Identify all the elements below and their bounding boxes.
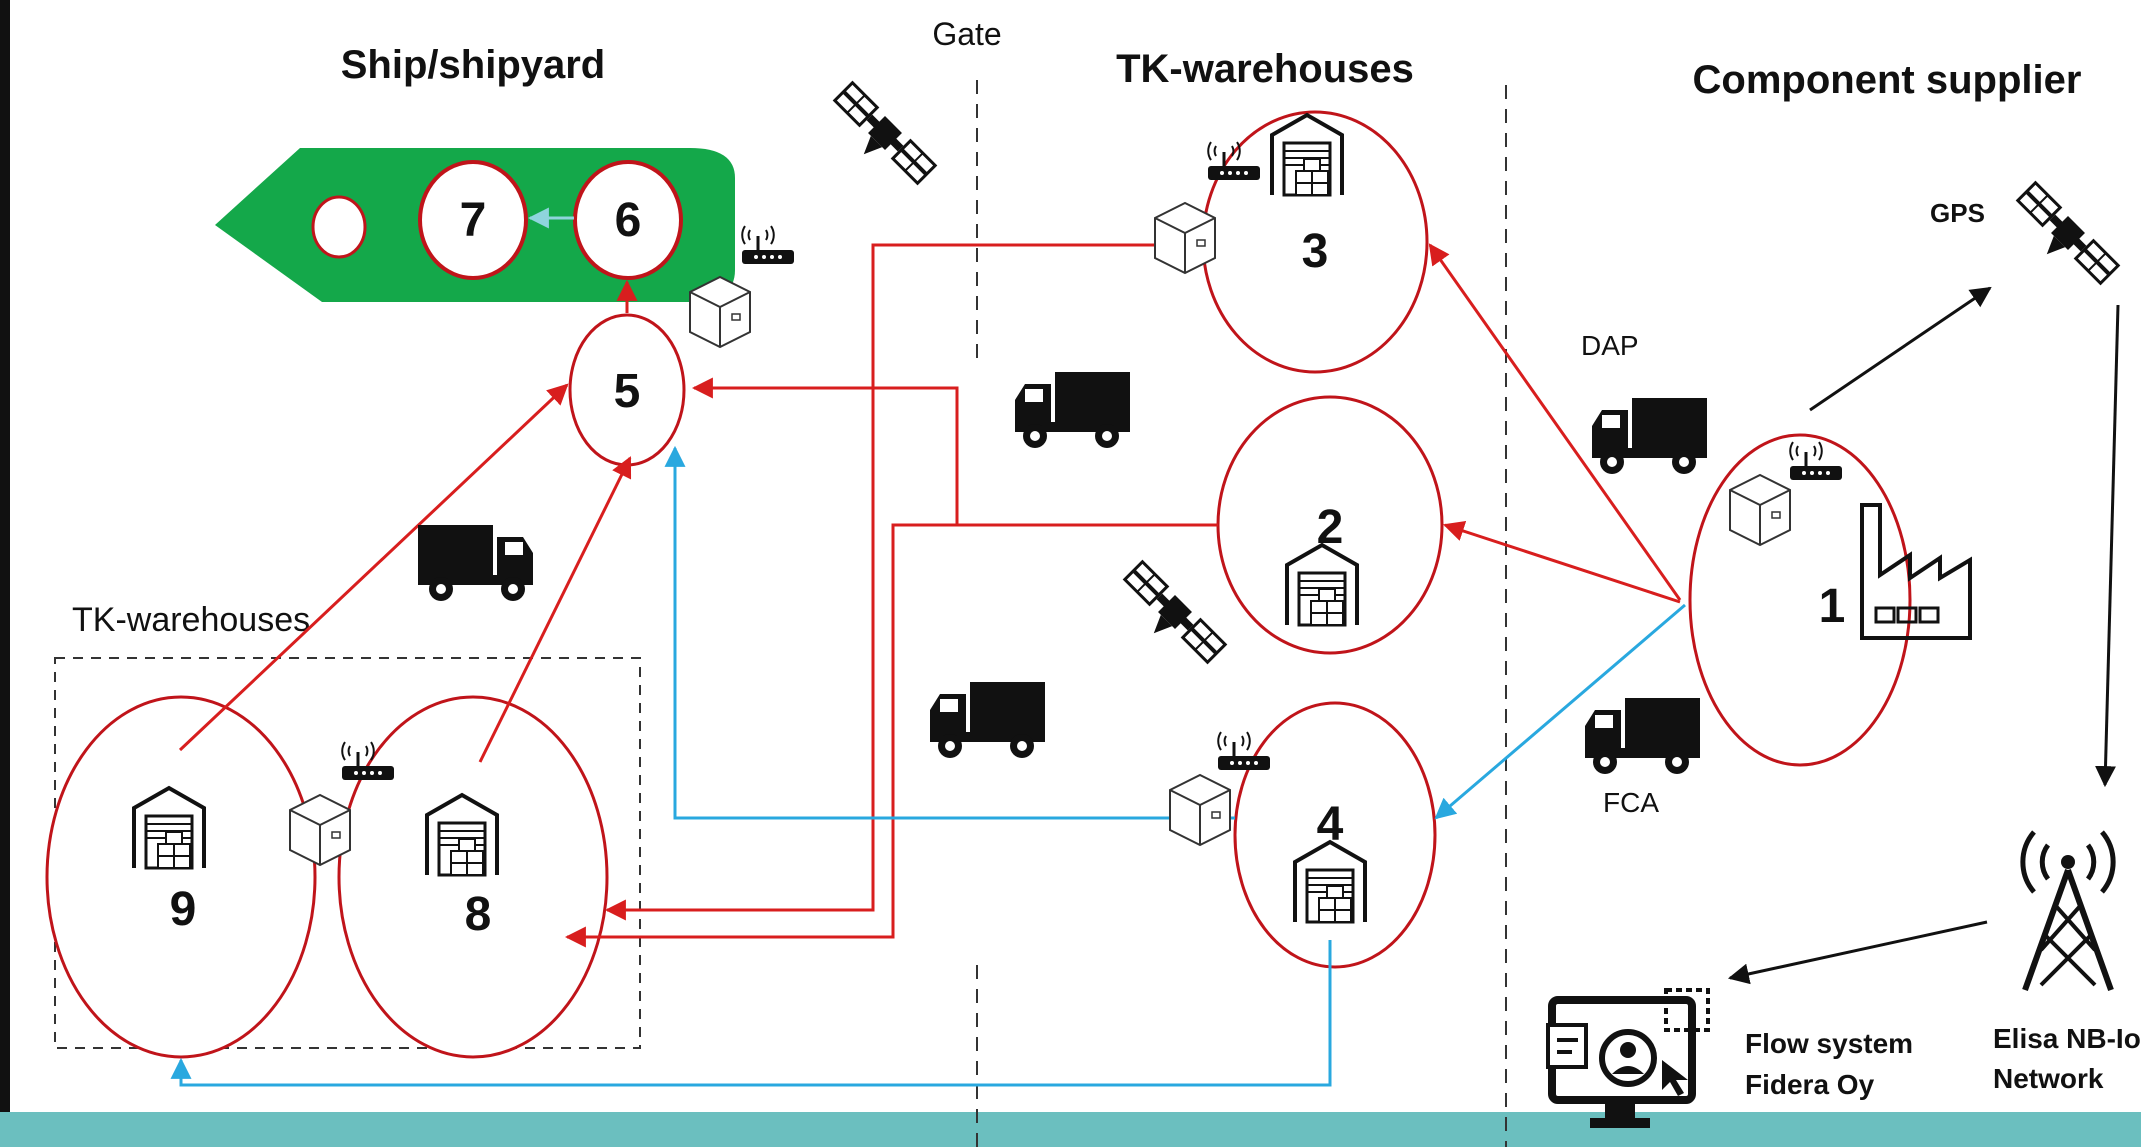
fca-label: FCA <box>1603 787 1659 818</box>
truck-icon <box>1015 372 1130 448</box>
node-3-label: 3 <box>1302 225 1329 278</box>
flow-1-to-4 <box>1434 603 1686 820</box>
arrow-network-to-flow-system <box>1727 920 1988 985</box>
satellite-icon <box>821 80 938 197</box>
truck-icon <box>418 525 533 601</box>
truck-icon <box>930 682 1045 758</box>
package-icon <box>689 276 751 348</box>
flow-system-label-line1: Flow system <box>1745 1028 1913 1059</box>
section-supplier-title: Component supplier <box>1693 58 2082 102</box>
node-4-circle <box>1233 701 1437 969</box>
node-2-label: 2 <box>1317 501 1344 554</box>
flow-8-to-5 <box>478 456 632 763</box>
cell-tower-icon <box>2020 830 2116 992</box>
flow-3-to-8 <box>604 243 1203 921</box>
package-icon <box>1729 474 1791 546</box>
iot-router-icon <box>740 224 796 266</box>
section-tk-bottom-title: TK-warehouses <box>72 601 310 639</box>
package-icon <box>1154 202 1216 274</box>
node-9-label: 9 <box>170 883 197 936</box>
node-7-label: 7 <box>460 194 487 247</box>
package-icon <box>1169 774 1231 846</box>
arrow-supplier-to-gps <box>1809 286 1992 412</box>
section-ship-title: Ship/shipyard <box>341 43 606 87</box>
flow-4-to-9 <box>170 940 1332 1087</box>
node-1-circle <box>1688 433 1912 767</box>
node-4-label: 4 <box>1317 798 1344 851</box>
factory-icon <box>1860 503 1972 640</box>
truck-icon <box>1592 398 1707 474</box>
flow-4-to-5 <box>664 445 1235 820</box>
flow-1-to-2 <box>1443 520 1681 604</box>
node-5-label: 5 <box>614 365 641 418</box>
flow-2-to-8 <box>564 523 957 948</box>
gate-label: Gate <box>932 16 1001 52</box>
truck-icon <box>1585 698 1700 774</box>
gps-label: GPS <box>1930 198 1985 228</box>
satellite-icon <box>1111 559 1228 676</box>
node-9-circle <box>45 695 317 1059</box>
network-label-line2: Network <box>1993 1063 2104 1094</box>
flow-9-to-5 <box>178 383 569 752</box>
dap-label: DAP <box>1581 330 1639 361</box>
package-icon <box>289 794 351 866</box>
flow-2-to-5 <box>691 377 1218 527</box>
node-6-circle <box>573 160 683 280</box>
node-7-circle <box>418 160 528 280</box>
flow-1-to-3 <box>1428 243 1682 601</box>
gps-satellite-icon <box>2004 180 2121 297</box>
arrow-gps-to-network <box>2095 304 2120 788</box>
left-edge-bar <box>0 0 10 1147</box>
node-1-label: 1 <box>1819 580 1846 633</box>
footer-band <box>0 1112 2141 1147</box>
node-6-label: 6 <box>615 194 642 247</box>
ship-porthole <box>311 195 367 259</box>
node-8-label: 8 <box>465 888 492 941</box>
flow-system-label-line2: Fidera Oy <box>1745 1069 1875 1100</box>
section-tk-top-title: TK-warehouses <box>1116 47 1414 91</box>
node-8-circle <box>337 695 609 1059</box>
flow-system-monitor-icon <box>1546 988 1710 1128</box>
network-label-line1: Elisa NB-IoT <box>1993 1023 2141 1054</box>
